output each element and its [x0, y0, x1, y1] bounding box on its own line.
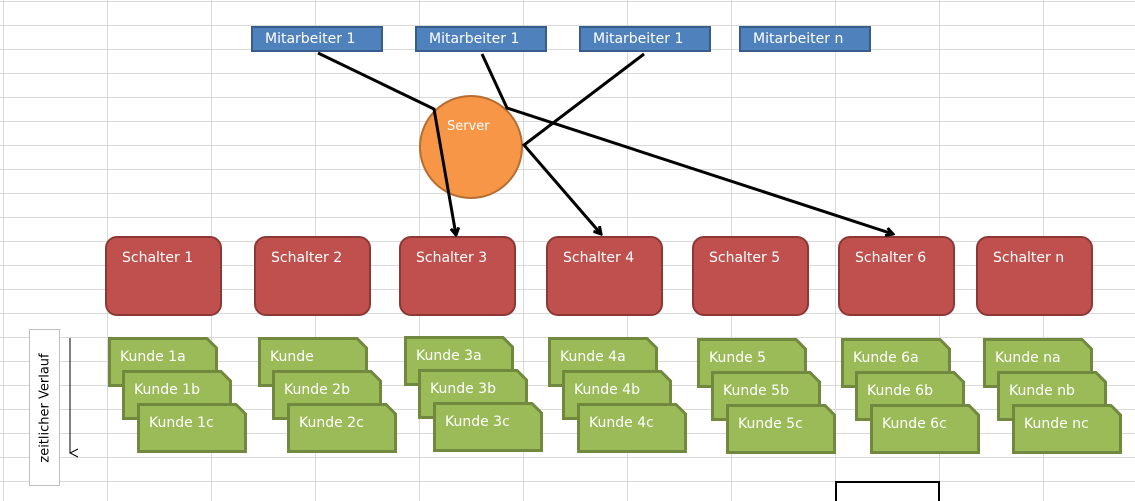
- kunde-label: Kunde 1c: [149, 415, 214, 431]
- kunde-label: Kunde 1a: [120, 349, 186, 365]
- schalter-label: Schalter 4: [563, 250, 635, 266]
- schalter-label: Schalter 5: [709, 250, 781, 266]
- selected-cell[interactable]: [835, 481, 940, 501]
- kunde-shape: [433, 402, 543, 452]
- mitarbeiter-box-n[interactable]: Mitarbeiter n: [739, 26, 871, 52]
- schalter-box-6[interactable]: Schalter 6: [838, 236, 955, 316]
- schalter-box-n[interactable]: Schalter n: [976, 236, 1093, 316]
- kunde-shape: [577, 403, 687, 453]
- kunde-label: Kunde 3a: [416, 348, 482, 364]
- mitarbeiter-label: Mitarbeiter 1: [429, 31, 520, 47]
- kunde-label: Kunde: [270, 349, 314, 365]
- kunde-card[interactable]: Kunde 1c: [137, 403, 247, 453]
- mitarbeiter-label: Mitarbeiter n: [753, 31, 844, 47]
- kunde-card[interactable]: Kunde 5c: [726, 404, 836, 454]
- server-circle[interactable]: Server: [419, 95, 523, 199]
- mitarbeiter-box-1[interactable]: Mitarbeiter 1: [251, 26, 383, 52]
- mitarbeiter-box-3[interactable]: Mitarbeiter 1: [579, 26, 711, 52]
- mitarbeiter-box-2[interactable]: Mitarbeiter 1: [415, 26, 547, 52]
- kunde-label: Kunde 1b: [134, 382, 200, 398]
- kunde-label: Kunde 2b: [284, 382, 350, 398]
- kunde-label: Kunde 4c: [589, 415, 654, 431]
- kunde-label: Kunde na: [995, 350, 1061, 366]
- kunde-label: Kunde 5: [709, 350, 767, 366]
- schalter-box-3[interactable]: Schalter 3: [399, 236, 516, 316]
- timeline-label: zeitlicher Verlauf: [37, 352, 52, 463]
- kunde-shape: [287, 403, 397, 453]
- kunde-card[interactable]: Kunde 6c: [870, 404, 980, 454]
- schalter-label: Schalter n: [993, 250, 1065, 266]
- schalter-label: Schalter 2: [271, 250, 343, 266]
- mitarbeiter-label: Mitarbeiter 1: [265, 31, 356, 47]
- kunde-label: Kunde 5b: [723, 383, 789, 399]
- timeline-label-box: zeitlicher Verlauf: [29, 329, 60, 486]
- server-label: Server: [447, 119, 490, 134]
- kunde-label: Kunde 4b: [574, 382, 640, 398]
- kunde-shape: [726, 404, 836, 454]
- arrow-mitarbeiter2-to-schalter6: [480, 53, 893, 234]
- kunde-shape: [137, 403, 247, 453]
- schalter-label: Schalter 1: [122, 250, 194, 266]
- arrow-mitarbeiter3-to-schalter4: [521, 52, 645, 234]
- schalter-box-4[interactable]: Schalter 4: [546, 236, 663, 316]
- schalter-label: Schalter 3: [416, 250, 488, 266]
- kunde-label: Kunde 4a: [560, 349, 626, 365]
- schalter-label: Schalter 6: [855, 250, 927, 266]
- kunde-card[interactable]: Kunde 3c: [433, 402, 543, 452]
- kunde-label: Kunde 6c: [882, 416, 947, 432]
- kunde-label: Kunde nb: [1009, 383, 1075, 399]
- kunde-label: Kunde 6b: [867, 383, 933, 399]
- kunde-label: Kunde 2c: [299, 415, 364, 431]
- schalter-box-2[interactable]: Schalter 2: [254, 236, 371, 316]
- kunde-label: Kunde 3b: [430, 381, 496, 397]
- kunde-label: Kunde 5c: [738, 416, 803, 432]
- schalter-box-5[interactable]: Schalter 5: [692, 236, 809, 316]
- schalter-box-1[interactable]: Schalter 1: [105, 236, 222, 316]
- kunde-shape: [870, 404, 980, 454]
- kunde-shape: [1012, 404, 1122, 454]
- kunde-card[interactable]: Kunde 4c: [577, 403, 687, 453]
- kunde-label: Kunde nc: [1024, 416, 1089, 432]
- kunde-label: Kunde 6a: [853, 350, 919, 366]
- kunde-card[interactable]: Kunde nc: [1012, 404, 1122, 454]
- kunde-label: Kunde 3c: [445, 414, 510, 430]
- kunde-card[interactable]: Kunde 2c: [287, 403, 397, 453]
- mitarbeiter-label: Mitarbeiter 1: [593, 31, 684, 47]
